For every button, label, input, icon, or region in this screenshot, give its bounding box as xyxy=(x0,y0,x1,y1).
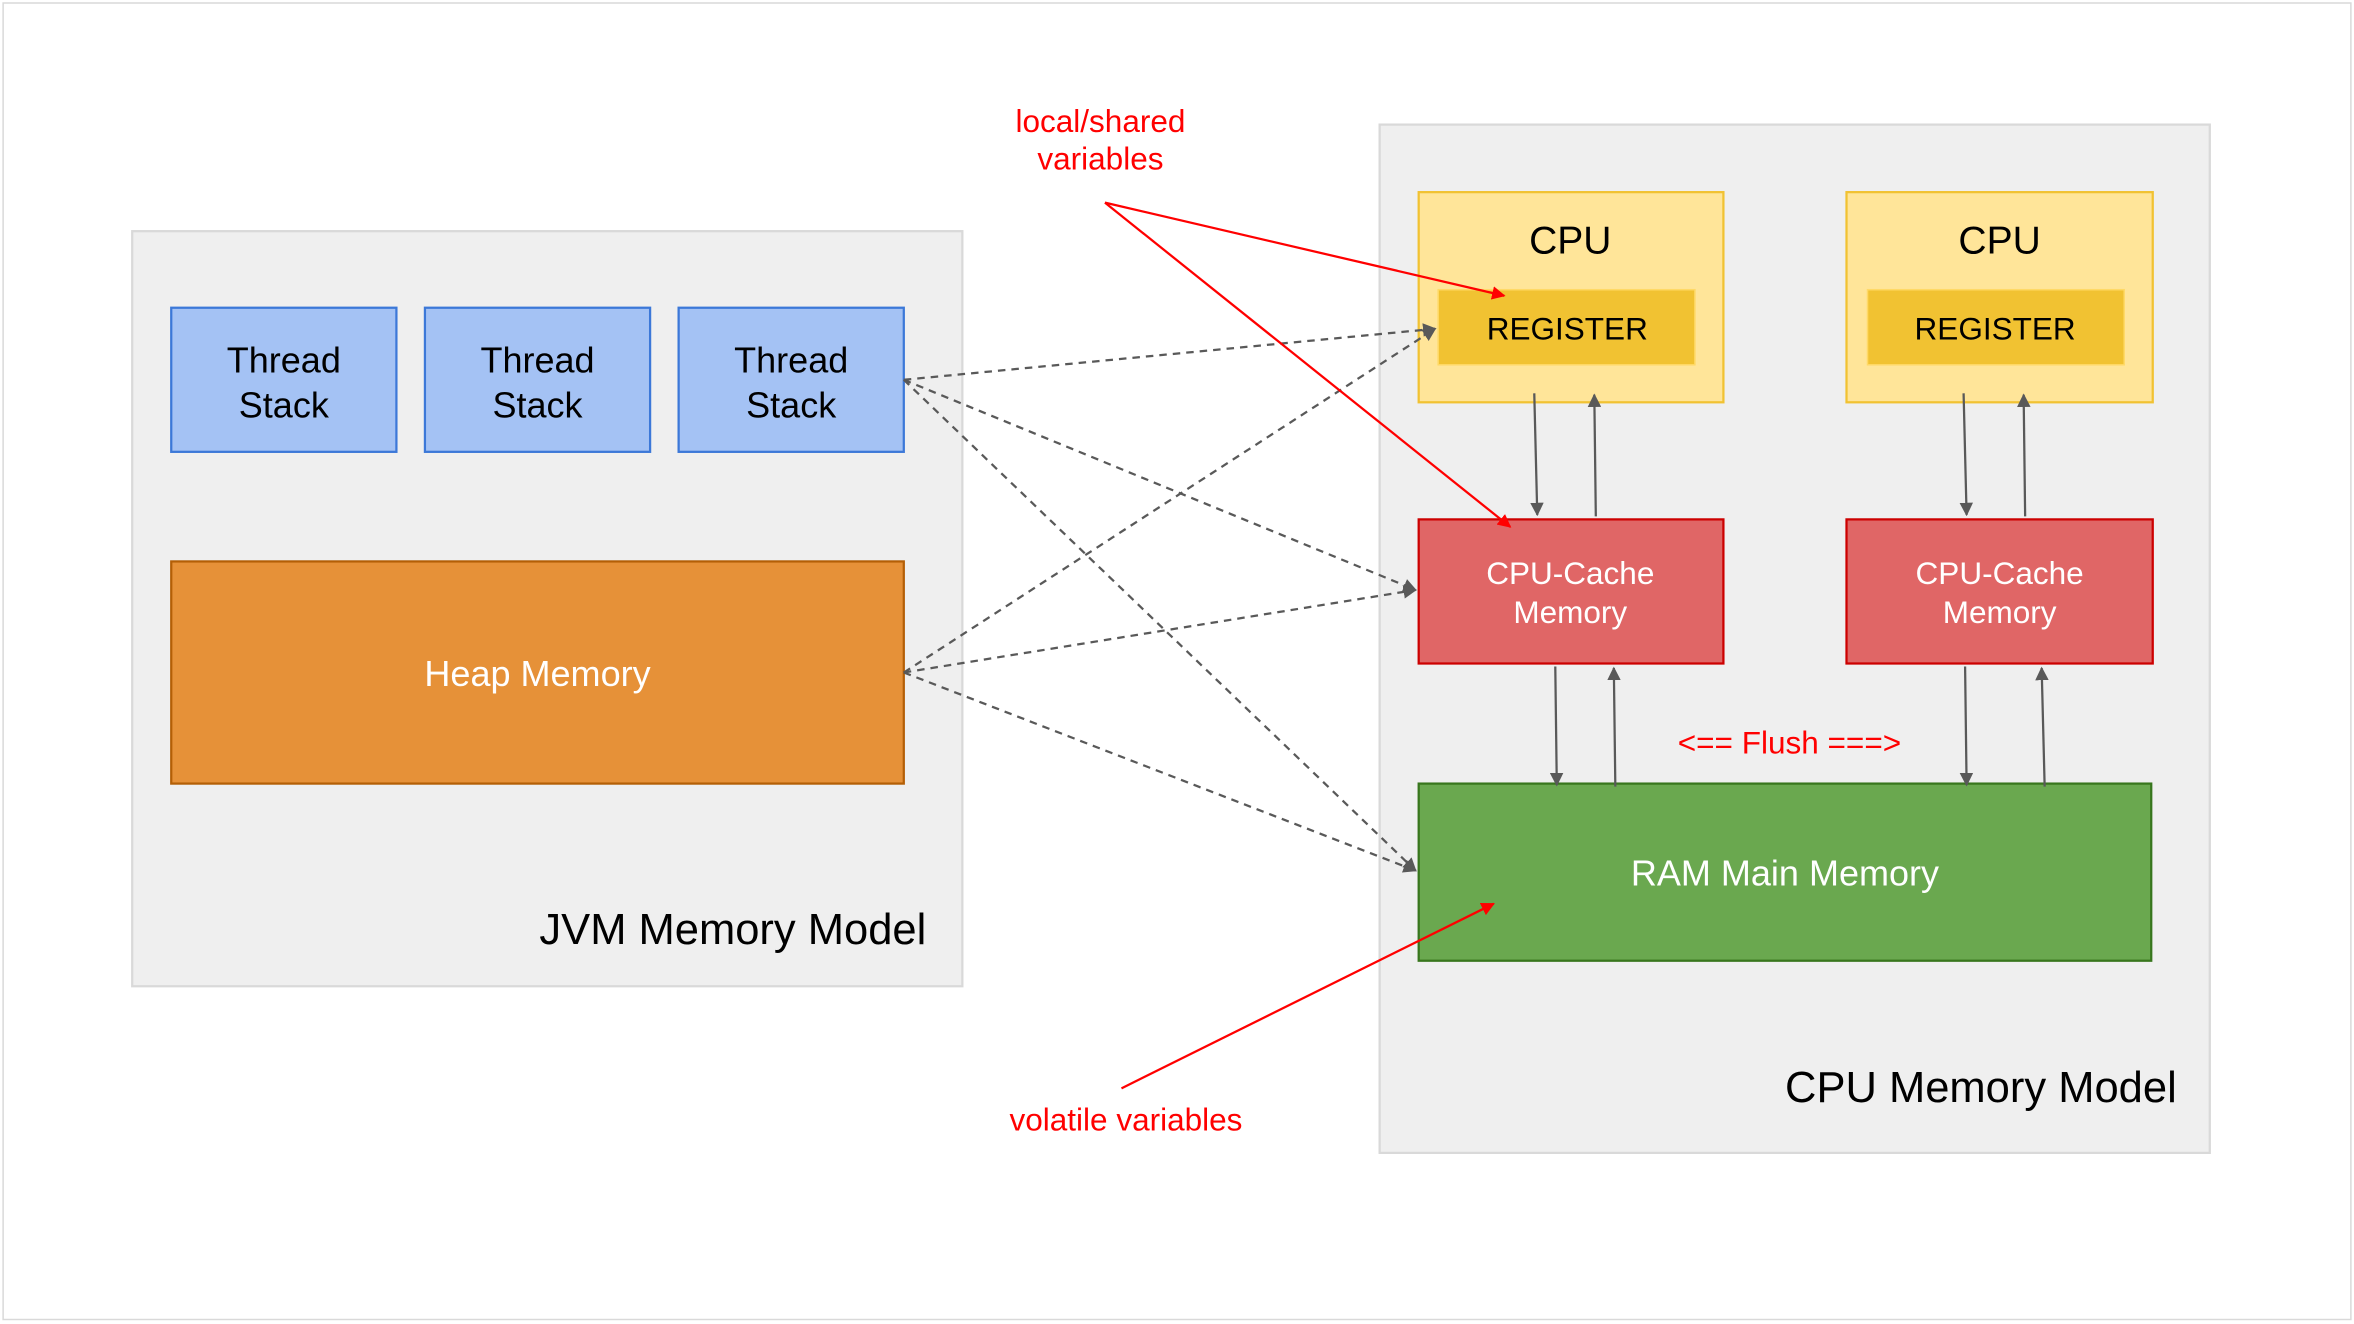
cpu-2: CPU REGISTER xyxy=(1845,191,2154,404)
cpu-cache-1: CPU-Cache Memory xyxy=(1417,518,1725,665)
arrow-down xyxy=(1959,666,1974,787)
cpu-cache-2: CPU-Cache Memory xyxy=(1845,518,2154,665)
cpu-1: CPU REGISTER xyxy=(1417,191,1725,404)
jvm-memory-model: Thread Stack Thread Stack Thread Stack H… xyxy=(131,230,964,988)
local-shared-label: local/shared xyxy=(1015,103,1185,139)
svg-text:CPU-Cache: CPU-Cache xyxy=(1916,555,2084,591)
heap-memory: Heap Memory xyxy=(170,560,905,785)
register-label: REGISTER xyxy=(1915,310,2076,346)
thread-stack-label: Stack xyxy=(239,384,330,425)
cpu-model-title: CPU Memory Model xyxy=(1785,1064,2177,1112)
arrow-up xyxy=(2035,666,2049,787)
thread-stack-1: Thread Stack xyxy=(170,306,398,453)
dashed-arrow xyxy=(903,378,1417,592)
svg-text:Heap Memory: Heap Memory xyxy=(424,653,650,694)
annotations: local/shared variables volatile variable… xyxy=(1009,103,1512,1137)
register-1 xyxy=(1437,288,1696,366)
cpu-memory-model: CPU REGISTER CPU REGISTER CPU-Cache Memo… xyxy=(1378,123,2211,1154)
local-shared-label: variables xyxy=(1037,141,1163,177)
flush-label: <== Flush ===> xyxy=(1678,725,1901,761)
thread-stack-label: Thread xyxy=(480,339,594,380)
arrow-down xyxy=(1530,393,1544,517)
cpu-cache-ram-arrows xyxy=(1530,393,2049,787)
svg-text:Memory: Memory xyxy=(1943,594,2057,630)
ram-main-memory: RAM Main Memory xyxy=(1417,782,2153,962)
svg-text:Memory: Memory xyxy=(1513,594,1627,630)
dashed-arrow xyxy=(903,671,1417,873)
register-2 xyxy=(1866,288,2125,366)
dashed-arrow xyxy=(903,327,1437,674)
svg-text:RAM Main Memory: RAM Main Memory xyxy=(1631,853,1939,894)
dashed-arrow xyxy=(903,378,1417,872)
jvm-title: JVM Memory Model xyxy=(539,906,926,954)
register-label: REGISTER xyxy=(1487,310,1648,346)
volatile-label: volatile variables xyxy=(1009,1101,1242,1137)
thread-stack-2: Thread Stack xyxy=(423,306,652,453)
red-arrow-to-cache xyxy=(1104,201,1512,528)
thread-stack-label: Stack xyxy=(746,384,837,425)
arrow-down xyxy=(1549,666,1564,787)
arrow-up xyxy=(1587,393,1602,517)
thread-stack-label: Stack xyxy=(492,384,583,425)
jvm-to-cpu-arrows xyxy=(903,323,1437,873)
cpu-label: CPU xyxy=(1529,220,1611,263)
thread-stack-3: Thread Stack xyxy=(677,306,905,453)
dashed-arrow xyxy=(903,585,1418,674)
cpu-label: CPU xyxy=(1958,220,2040,263)
arrow-up xyxy=(1607,666,1621,787)
red-arrow-to-register xyxy=(1104,201,1506,300)
svg-text:CPU-Cache: CPU-Cache xyxy=(1486,555,1654,591)
arrow-down xyxy=(1959,393,1974,517)
thread-stack-label: Thread xyxy=(734,339,848,380)
red-arrow-to-ram xyxy=(1120,902,1495,1090)
arrow-up xyxy=(2017,393,2031,517)
thread-stack-label: Thread xyxy=(227,339,341,380)
